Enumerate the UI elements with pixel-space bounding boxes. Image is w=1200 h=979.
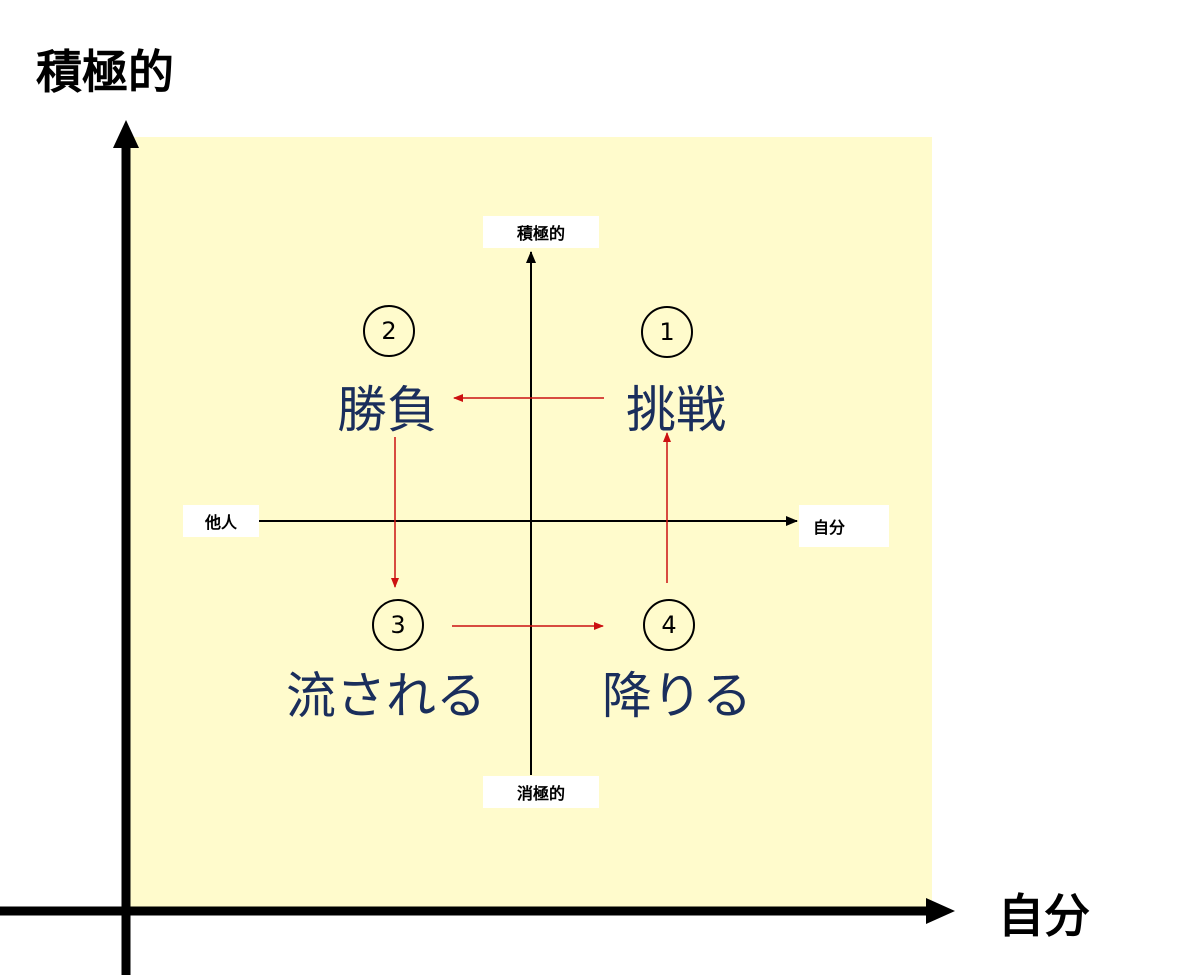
quadrant-1-number: 1 — [641, 306, 693, 358]
inner-top-label: 積極的 — [483, 216, 599, 248]
inner-bottom-label: 消極的 — [483, 776, 599, 808]
quadrant-3-number: 3 — [372, 599, 424, 651]
outer-y-arrowhead — [113, 120, 139, 148]
quadrant-4-number: 4 — [643, 599, 695, 651]
quadrant-4-label: 降りる — [602, 667, 752, 725]
outer-y-axis-label: 積極的 — [36, 45, 174, 99]
inner-left-label: 他人 — [183, 505, 259, 537]
quadrant-1-label: 挑戦 — [626, 381, 726, 439]
quadrant-2-number: 2 — [363, 305, 415, 357]
quadrant-3-label: 流される — [286, 667, 486, 725]
quadrant-2-label: 勝負 — [337, 381, 437, 439]
outer-x-axis-label: 自分 — [998, 889, 1090, 943]
outer-x-arrowhead — [926, 898, 955, 924]
inner-right-label: 自分 — [799, 505, 889, 547]
